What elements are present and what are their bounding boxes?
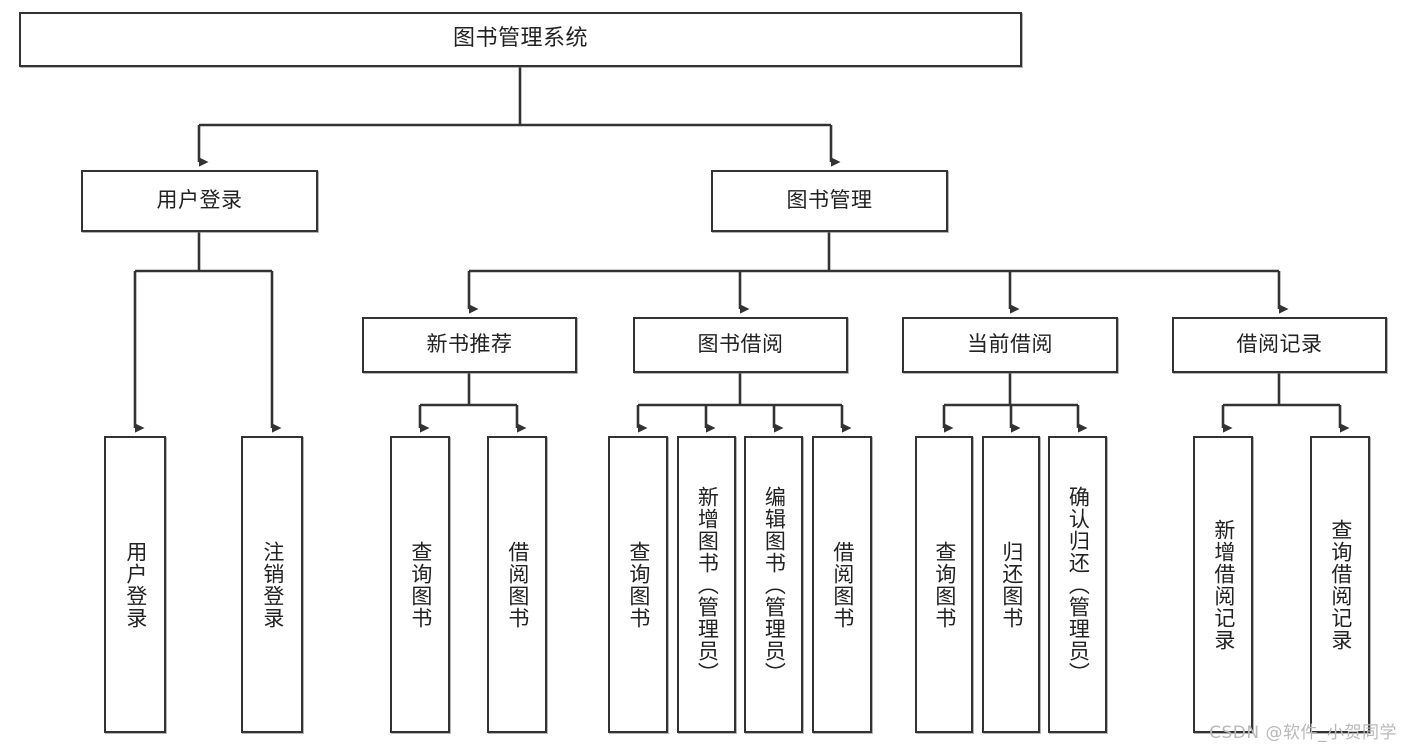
node-root[interactable]: 图书管理系统 xyxy=(19,12,1022,67)
leaf-add-borrow-record[interactable]: 新增借阅记录 xyxy=(1193,436,1253,733)
node-book-management[interactable]: 图书管理 xyxy=(711,170,948,232)
node-new-book-recommend[interactable]: 新书推荐 xyxy=(362,317,577,373)
leaf-query-book-current[interactable]: 查询图书 xyxy=(915,436,973,733)
node-current-borrow[interactable]: 当前借阅 xyxy=(902,317,1118,373)
leaf-borrow-book[interactable]: 借阅图书 xyxy=(812,436,872,733)
node-book-borrow[interactable]: 图书借阅 xyxy=(633,317,848,373)
leaf-add-book-admin[interactable]: 新增图书（管理员） xyxy=(677,436,736,733)
leaf-user-login[interactable]: 用户登录 xyxy=(104,436,166,733)
leaf-return-book[interactable]: 归还图书 xyxy=(982,436,1040,733)
leaf-user-logout[interactable]: 注销登录 xyxy=(241,436,303,733)
watermark-text: CSDN @软件_小贺同学 xyxy=(1209,723,1397,743)
leaf-query-borrow-record[interactable]: 查询借阅记录 xyxy=(1310,436,1370,733)
leaf-confirm-return-admin[interactable]: 确认归还（管理员） xyxy=(1048,436,1107,733)
node-user-login[interactable]: 用户登录 xyxy=(81,170,318,232)
leaf-query-book-new[interactable]: 查询图书 xyxy=(390,436,450,733)
node-borrow-records[interactable]: 借阅记录 xyxy=(1172,317,1387,373)
leaf-query-book[interactable]: 查询图书 xyxy=(608,436,668,733)
leaf-edit-book-admin[interactable]: 编辑图书（管理员） xyxy=(744,436,803,733)
leaf-borrow-book-new[interactable]: 借阅图书 xyxy=(487,436,547,733)
